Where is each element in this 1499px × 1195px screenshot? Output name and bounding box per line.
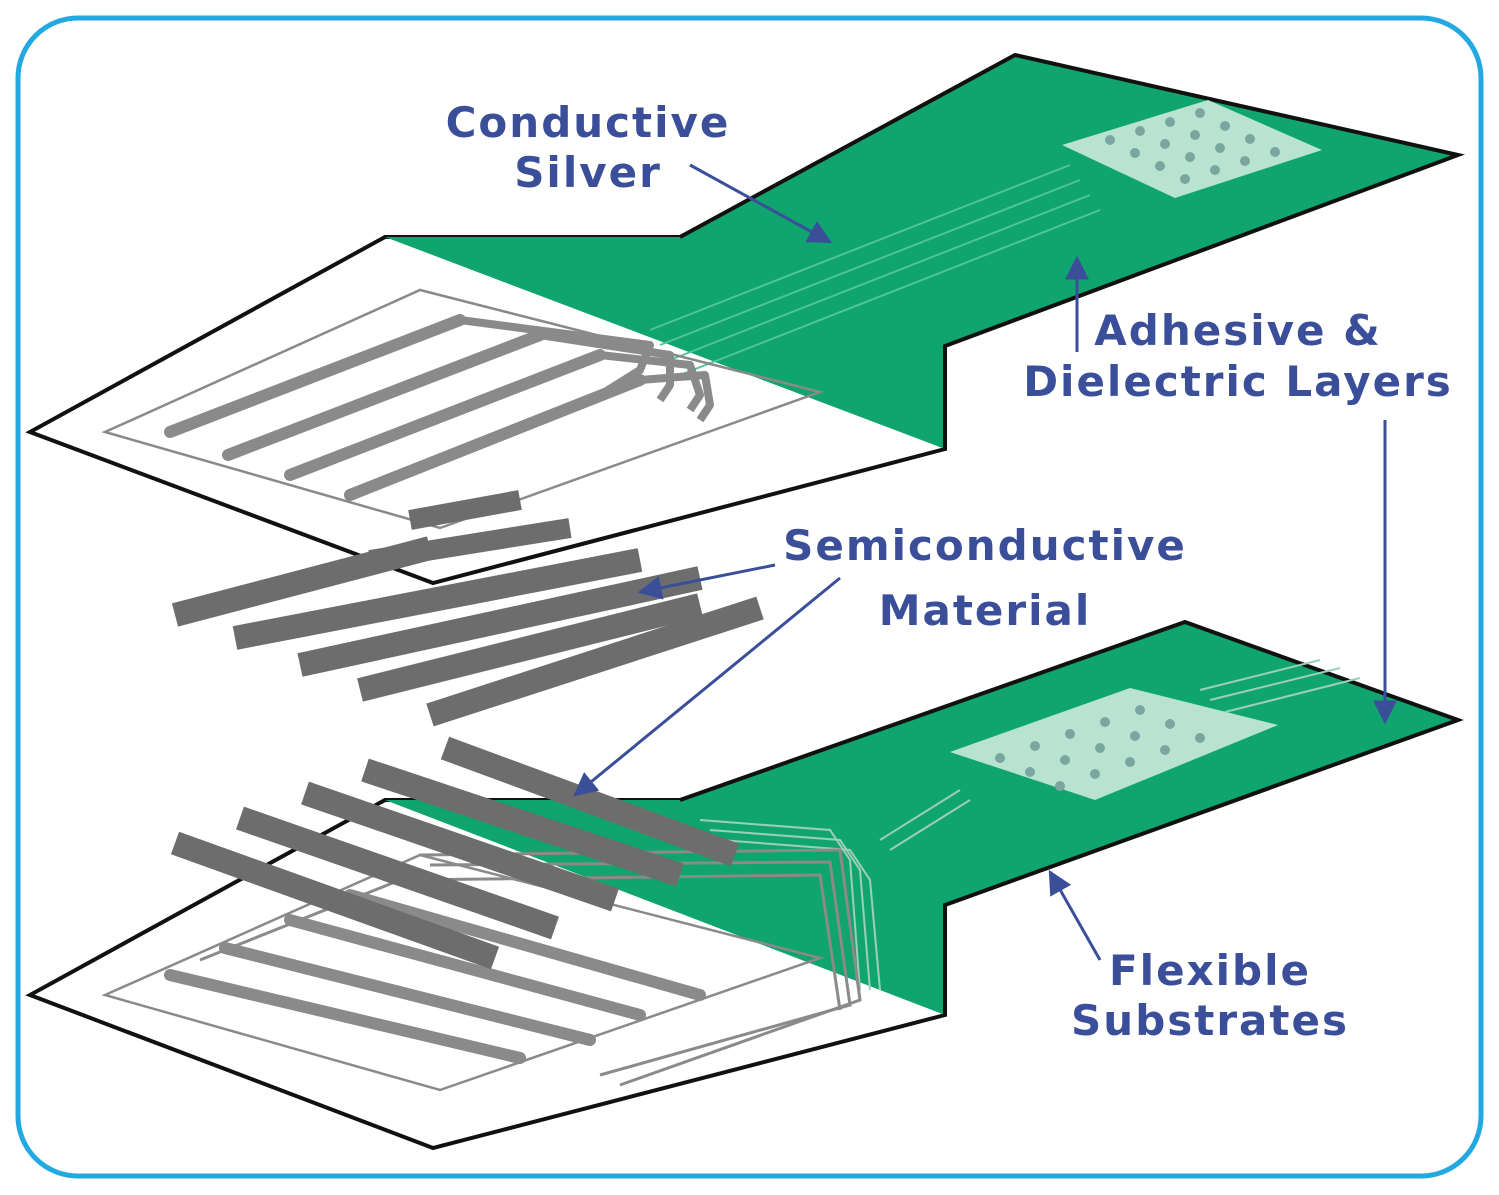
label-flexible-line1: Flexible <box>1109 946 1311 995</box>
bottom-layer <box>25 619 1464 1151</box>
arrow-semiconductive-top <box>637 563 776 600</box>
semiconductive-bars <box>171 536 764 727</box>
arrow-flexible-substrates <box>1048 869 1102 961</box>
bottom-semiconductor-bars <box>170 736 740 970</box>
top-sheet-border-trace <box>101 288 825 530</box>
top-tail-outline <box>679 52 1465 449</box>
top-layer <box>25 52 1465 586</box>
arrow-conductive-silver <box>689 163 833 244</box>
bottom-pad-dots <box>995 705 1205 791</box>
bottom-silver-electrodes <box>164 889 706 1064</box>
top-pad-area <box>1062 100 1322 198</box>
bottom-tail-outline <box>679 619 1464 1015</box>
bottom-tail-traces <box>699 659 1361 991</box>
label-adhesive-line2: Dielectric Layers <box>1023 357 1453 406</box>
arrow-semiconductive-bottom <box>573 576 841 797</box>
label-semiconductive-line1: Semiconductive <box>783 521 1187 570</box>
top-silver-electrodes <box>164 314 646 501</box>
annotation-arrows <box>573 163 1397 961</box>
top-tail-traces <box>649 164 1101 376</box>
top-pad-dots <box>1105 108 1280 184</box>
labels: Conductive Silver Adhesive & Dielectric … <box>446 98 1453 1045</box>
label-semiconductive-line2: Material <box>879 586 1092 635</box>
label-conductive-silver-line1: Conductive <box>446 98 731 147</box>
label-flexible-line2: Substrates <box>1071 996 1349 1045</box>
label-conductive-silver-line2: Silver <box>514 148 662 197</box>
top-connecting-traces <box>459 316 714 423</box>
label-adhesive-line1: Adhesive & <box>1094 306 1381 355</box>
